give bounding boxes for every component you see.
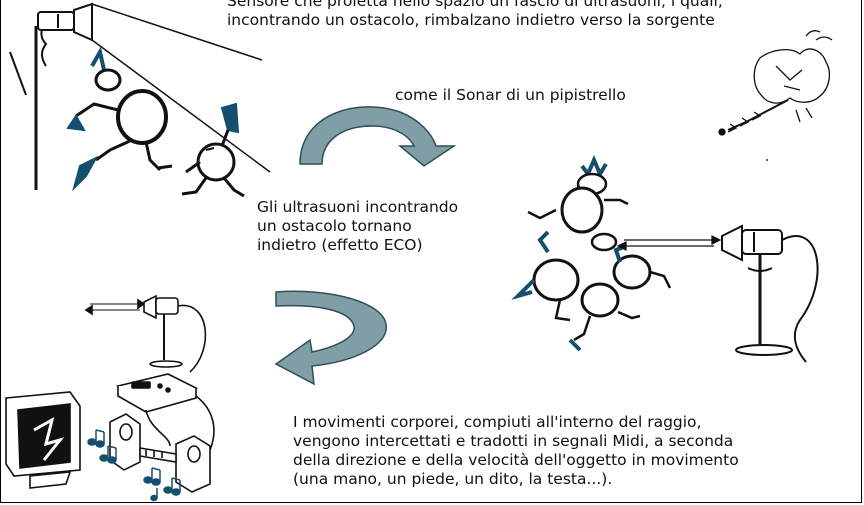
echo-caption: Gli ultrasuoni incontrando un ostacolo t… [257, 198, 458, 255]
sensor-caption-line-1: Sensore che proietta nello spazio un fas… [227, 0, 723, 10]
ultrasonic-sensor-icon [721, 224, 783, 262]
echo-signal-arrows [616, 235, 722, 251]
stacked-figures-scene [511, 154, 672, 352]
bat-illustration [718, 30, 833, 161]
midi-setup-scene [5, 294, 215, 493]
music-notes-icon [87, 429, 181, 502]
dancer-figure-large [66, 46, 173, 192]
sonar-caption: come il Sonar di un pipistrello [395, 86, 626, 104]
right-sensor-stand [721, 224, 819, 363]
sensor-caption-line-2: incontrando un ostacolo, rimbalzano indi… [227, 11, 715, 29]
small-sensor-icon [143, 294, 179, 320]
beam-upper-line [91, 3, 263, 61]
movement-caption-line-2: vengono intercettati e tradotti in segna… [293, 432, 734, 450]
keyboard-connector [139, 447, 177, 463]
echo-caption-line-2: un ostacolo tornano [257, 217, 412, 235]
midi-interface-box [115, 373, 199, 413]
speaker-right [175, 435, 211, 493]
curved-arrow-left [274, 290, 387, 386]
beam-lower-line [91, 39, 271, 173]
computer-monitor [5, 391, 81, 489]
sensor-caption: Sensore che proietta nello spazio un fas… [227, 0, 723, 30]
speaker-left [109, 413, 141, 471]
movement-caption-line-4: (una mano, un piede, un dito, la testa..… [293, 470, 613, 488]
dancer-figure-small [181, 102, 245, 198]
movement-caption: I movimenti corporei, compiuti all'inter… [293, 413, 739, 489]
echo-caption-line-1: Gli ultrasuoni incontrando [257, 198, 459, 216]
movement-caption-line-3: della direzione e della velocità dell'og… [293, 451, 739, 469]
sensor-lamp-icon [37, 2, 93, 42]
cable [9, 51, 27, 96]
curved-arrow-right [299, 106, 457, 167]
top-left-sensor-scene [9, 2, 271, 198]
small-signal-arrows [84, 298, 146, 316]
echo-caption-line-3: indietro (effetto ECO) [257, 236, 423, 254]
movement-caption-line-1: I movimenti corporei, compiuti all'inter… [293, 413, 702, 431]
